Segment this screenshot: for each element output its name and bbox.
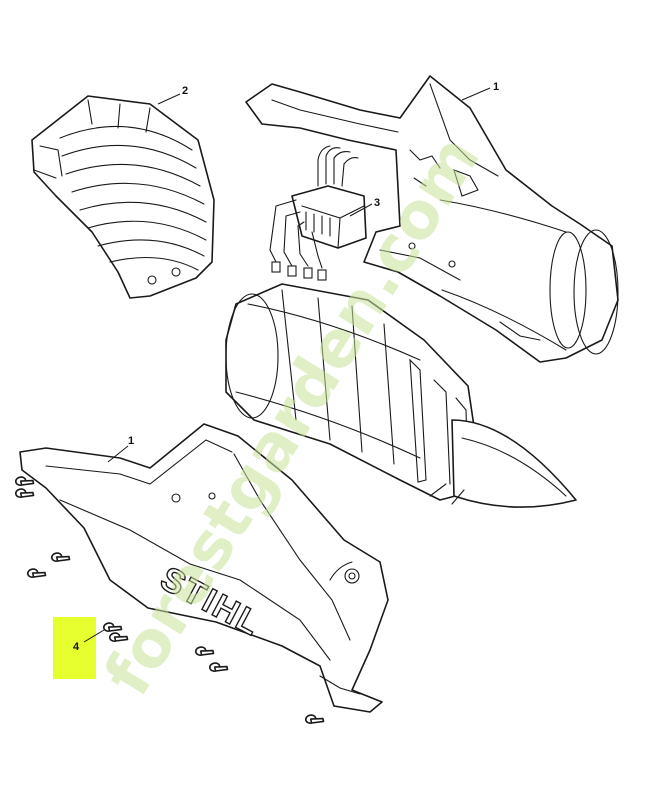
- fan-motor-assembly: [225, 283, 577, 508]
- screw-9: [108, 632, 129, 642]
- leader-3: [349, 203, 373, 217]
- screw-6: [194, 646, 215, 656]
- screw-7: [208, 662, 229, 672]
- callout-1-top-label: 1: [493, 81, 499, 93]
- part-3-electronic-module: [269, 145, 367, 281]
- callout-4-highlight: [53, 617, 96, 679]
- leader-2: [157, 93, 181, 105]
- part-2-grille: [31, 95, 215, 299]
- leader-1-top: [461, 87, 491, 101]
- callout-1-bottom-label: 1: [128, 435, 134, 447]
- screw-3: [50, 552, 71, 562]
- screw-1: [14, 476, 35, 486]
- leader-1-bottom: [107, 445, 129, 463]
- screw-5: [102, 622, 123, 632]
- part-4-screws: [14, 476, 325, 724]
- part-1-upper-housing: [245, 75, 619, 363]
- screw-4: [26, 568, 47, 578]
- callout-3-label: 3: [374, 197, 380, 209]
- screw-8: [304, 714, 325, 724]
- screw-2: [14, 488, 35, 498]
- part-1-lower-housing: STIHL: [19, 423, 389, 713]
- leader-4: [83, 629, 105, 643]
- callout-4-label: 4: [73, 641, 80, 653]
- callout-2-label: 2: [182, 85, 188, 97]
- callouts: 2 1 3 1 4: [73, 81, 499, 653]
